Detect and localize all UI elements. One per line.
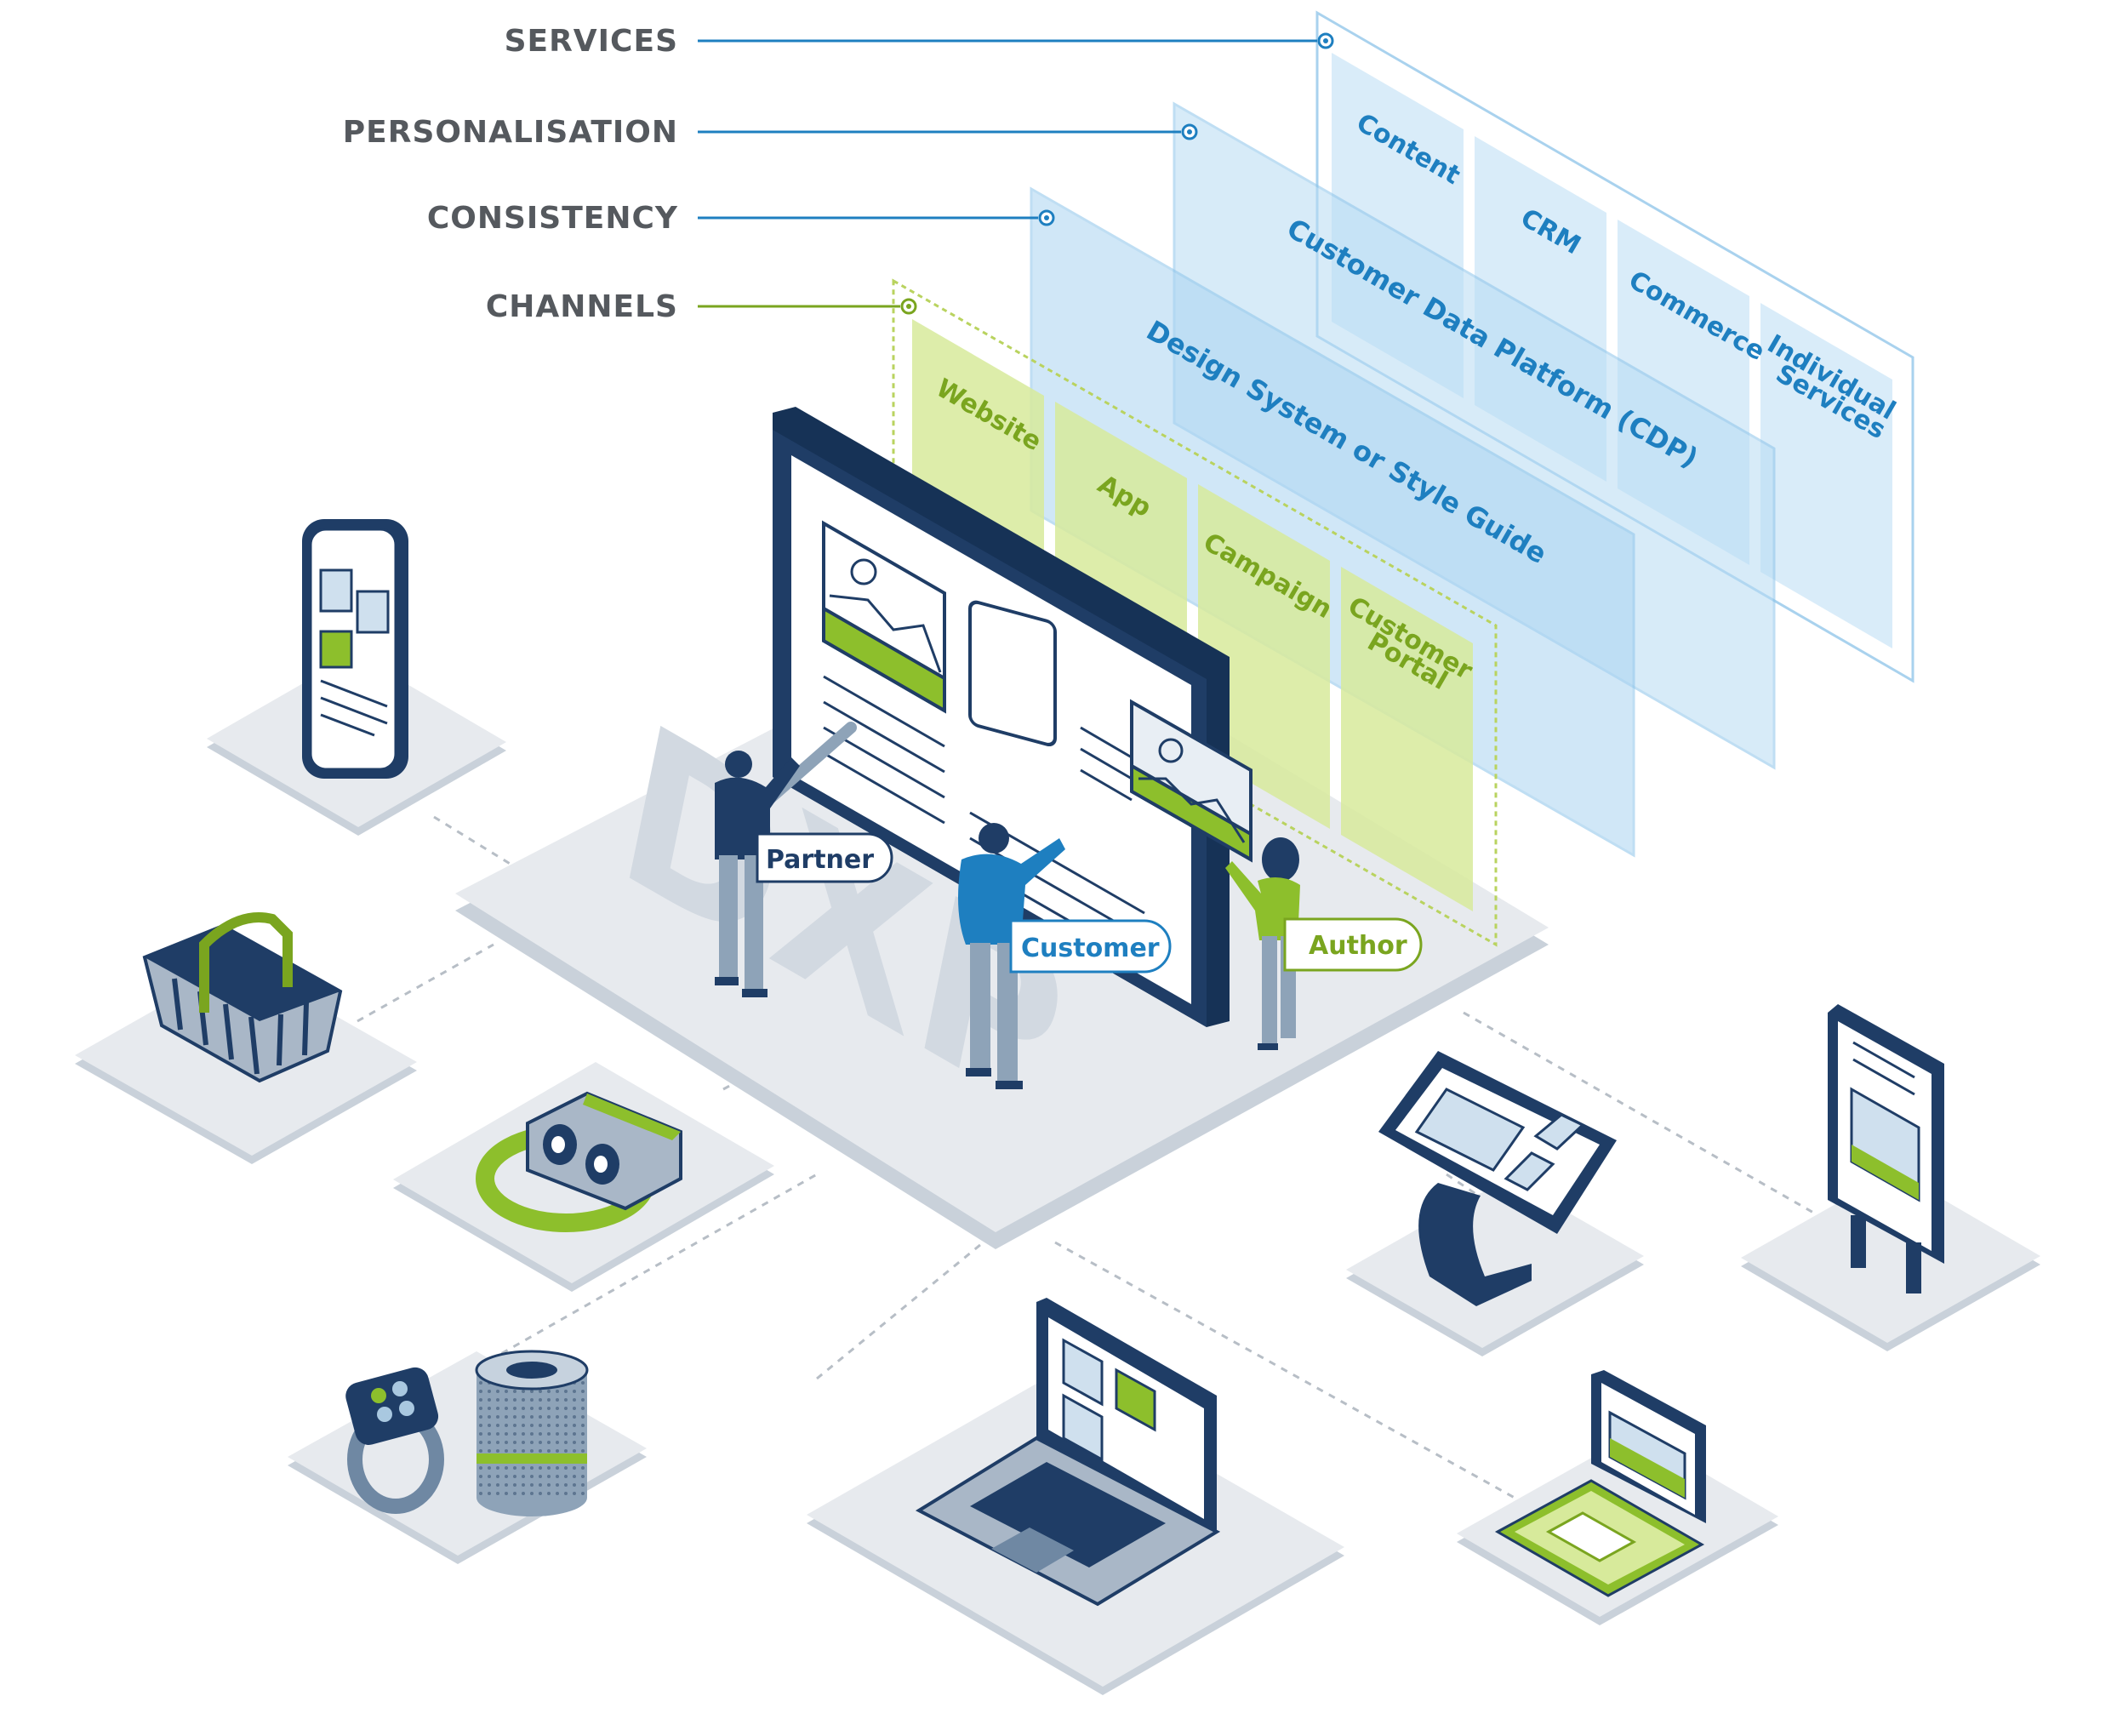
basket-icon [142, 912, 343, 1083]
layer-label-consistency: CONSISTENCY [427, 201, 678, 236]
smartwatch-icon [345, 1367, 444, 1514]
customer-figure [958, 823, 1065, 1089]
digital-signage-icon [1828, 1004, 1944, 1293]
main-display [773, 407, 1253, 1027]
smartphone-icon [302, 519, 408, 779]
partner-tag [756, 832, 893, 883]
customer-tag [1009, 919, 1172, 974]
smart-speaker-icon [475, 1350, 589, 1516]
partner-label: Partner [766, 845, 874, 875]
partner-figure [715, 722, 857, 997]
layer-leaders [698, 32, 1334, 315]
print-catalog-icon [1494, 1370, 1706, 1597]
layer-label-channels: CHANNELS [486, 289, 678, 324]
author-label: Author [1309, 931, 1407, 961]
customer-label: Customer [1021, 934, 1160, 963]
author-tag [1283, 917, 1423, 972]
device-connectors [357, 815, 1822, 1499]
layer-label-services: SERVICES [505, 24, 678, 59]
wearables-tile [288, 1351, 647, 1564]
vr-headset-icon [476, 1091, 682, 1232]
layer-label-personalisation: PERSONALISATION [343, 115, 678, 150]
laptop-icon [915, 1298, 1221, 1607]
touch-kiosk-tile [1346, 1178, 1644, 1356]
signage-tile [1741, 1171, 2040, 1351]
touch-kiosk-icon [1378, 1051, 1617, 1306]
